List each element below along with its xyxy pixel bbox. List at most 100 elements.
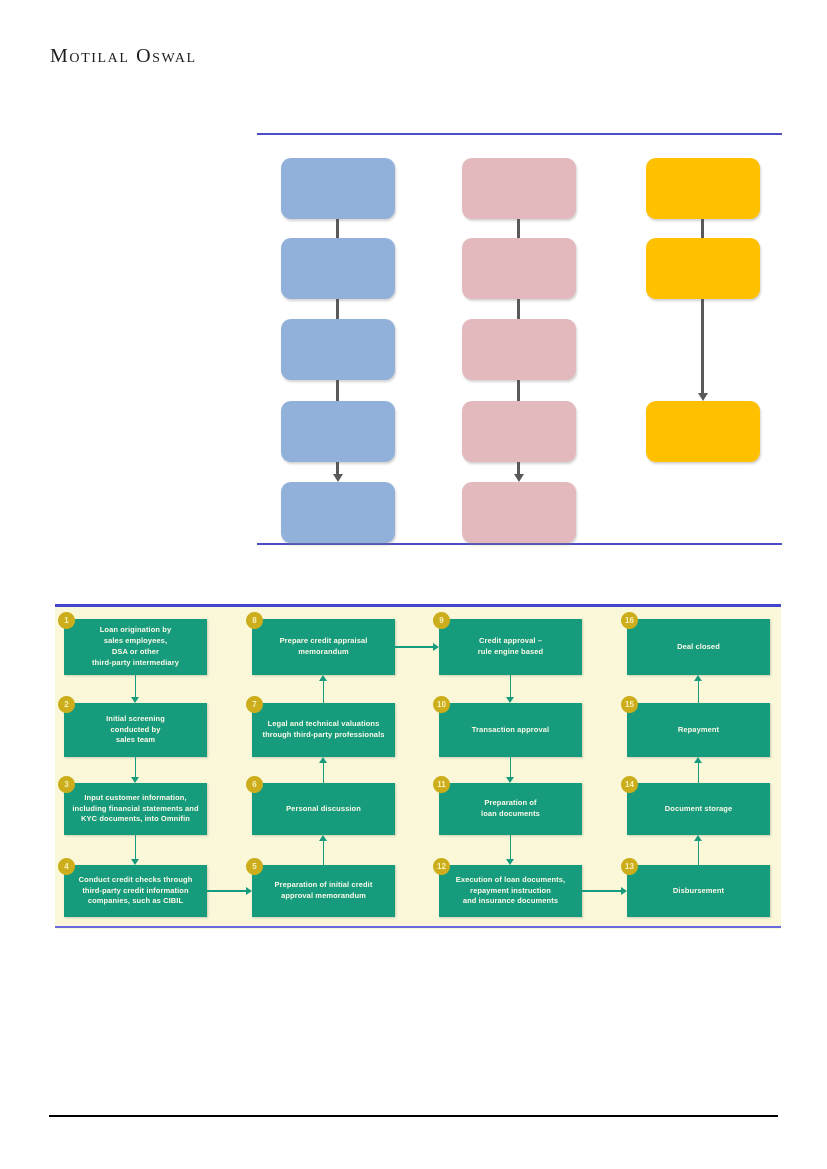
step-number-badge: 4 [58,858,75,875]
flow-connector [697,763,700,783]
arrow-down-icon [513,474,524,482]
top-box-pink-4 [462,401,576,462]
flow-step-7: 7 Legal and technical valuations through… [246,696,395,757]
connector-line [701,219,704,238]
arrow-up-icon [319,757,327,763]
top-box-gold-3 [646,401,760,462]
flow-connector [509,675,512,697]
step-label: Legal and technical valuations through t… [262,719,385,739]
top-diagram [257,133,782,545]
top-box-gold-2 [646,238,760,299]
flow-step-5: 5 Preparation of initial credit approval… [246,858,395,917]
top-box-blue-2 [281,238,395,299]
step-number-badge: 7 [246,696,263,713]
arrow-down-icon [332,474,343,482]
flow-connector [395,646,433,648]
flow-step-4: 4 Conduct credit checks through third-pa… [58,858,207,917]
step-label: Preparation of initial credit approval m… [274,880,373,900]
flow-connector [509,835,512,859]
arrow-down-icon [506,859,514,865]
connector-line [701,299,704,394]
step-label: Preparation of loan documents [481,798,540,818]
top-box-blue-1 [281,158,395,219]
arrow-down-icon [506,697,514,703]
step-number-badge: 1 [58,612,75,629]
connector-line [336,462,339,475]
step-number-badge: 14 [621,776,638,793]
step-number-badge: 3 [58,776,75,793]
top-box-pink-3 [462,319,576,380]
flow-step-10: 10 Transaction approval [433,696,582,757]
step-label: Initial screening conducted by sales tea… [106,713,165,745]
step-label: Credit approval – rule engine based [477,636,544,656]
step-label: Loan origination by sales employees, DSA… [91,625,179,667]
connector-line [517,219,520,238]
arrow-down-icon [131,859,139,865]
flow-step-13: 13 Disbursement [621,858,770,917]
step-label: Transaction approval [471,724,550,734]
arrow-down-icon [131,697,139,703]
arrow-up-icon [319,675,327,681]
flow-step-1: 1 Loan origination by sales employees, D… [58,612,207,675]
flowchart-bottom-rule [55,926,781,928]
connector-line [336,380,339,401]
step-label: Disbursement [672,885,725,895]
arrow-up-icon [694,835,702,841]
flow-step-2: 2 Initial screening conducted by sales t… [58,696,207,757]
flow-step-11: 11 Preparation of loan documents [433,776,582,835]
arrow-right-icon [433,642,439,651]
connector-line [336,299,339,319]
flow-step-14: 14 Document storage [621,776,770,835]
arrow-right-icon [246,886,252,895]
step-label: Input customer information, including fi… [72,792,199,824]
flow-step-12: 12 Execution of loan documents, repaymen… [433,858,582,917]
flow-step-8: 8 Prepare credit appraisal memorandum [246,612,395,675]
step-label: Repayment [677,724,720,734]
flowchart-top-rule [55,604,781,607]
connector-line [336,219,339,238]
connector-line [517,299,520,319]
step-number-badge: 13 [621,858,638,875]
motilal-oswal-logo: Motilal Oswal [50,45,197,67]
arrow-up-icon [694,757,702,763]
flow-connector [582,890,621,892]
connector-line [517,462,520,475]
step-number-badge: 8 [246,612,263,629]
flow-step-3: 3 Input customer information, including … [58,776,207,835]
arrow-up-icon [319,835,327,841]
flow-step-9: 9 Credit approval – rule engine based [433,612,582,675]
step-label: Conduct credit checks through third-part… [78,874,193,906]
arrow-down-icon [131,777,139,783]
step-label: Deal closed [677,641,720,651]
flow-connector [134,675,137,697]
connector-line [517,380,520,401]
top-box-gold-1 [646,158,760,219]
step-number-badge: 11 [433,776,450,793]
step-number-badge: 5 [246,858,263,875]
top-box-blue-3 [281,319,395,380]
arrow-down-icon [506,777,514,783]
flow-connector [134,835,137,859]
flow-step-15: 15 Repayment [621,696,770,757]
flow-connector [322,763,325,783]
flow-step-16: 16 Deal closed [621,612,770,675]
step-number-badge: 15 [621,696,638,713]
top-box-pink-1 [462,158,576,219]
flow-connector [697,841,700,865]
top-box-blue-4 [281,401,395,462]
flow-connector [509,757,512,777]
flow-connector [134,757,137,777]
step-label: Prepare credit appraisal memorandum [279,636,368,656]
footer-rule [49,1115,778,1117]
top-diagram-bottom-rule [257,543,782,545]
flow-connector [322,841,325,865]
flow-connector [322,681,325,703]
arrow-down-icon [697,393,708,401]
arrow-up-icon [694,675,702,681]
top-diagram-top-rule [257,133,782,135]
flow-step-6: 6 Personal discussion [246,776,395,835]
flow-connector [697,681,700,703]
step-label: Document storage [664,803,733,813]
top-box-pink-5 [462,482,576,543]
